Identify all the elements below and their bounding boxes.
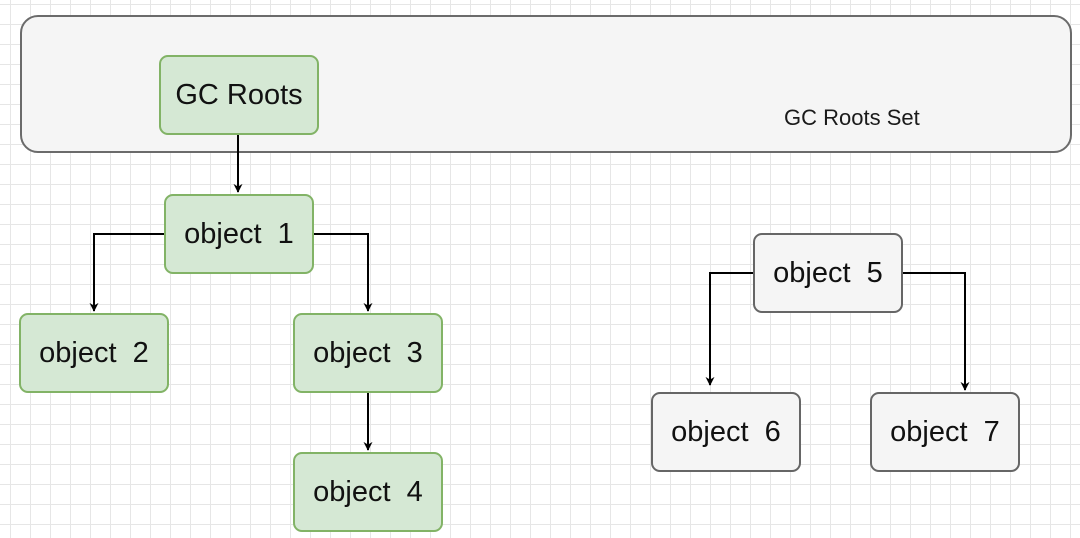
edge-object-5-to-object-6 xyxy=(705,272,753,386)
edge-object-1-to-object-3 xyxy=(314,233,373,312)
node-gc-roots: GC Roots xyxy=(159,55,319,135)
node-object-7: object 7 xyxy=(870,392,1020,472)
edge-object-1-to-object-2 xyxy=(89,233,164,312)
node-object-3: object 3 xyxy=(293,313,443,393)
gc-roots-set-label: GC Roots Set xyxy=(784,105,920,130)
node-object-2: object 2 xyxy=(19,313,169,393)
node-object-6: object 6 xyxy=(651,392,801,472)
node-object-4: object 4 xyxy=(293,452,443,532)
node-object-1: object 1 xyxy=(164,194,314,274)
node-object-5: object 5 xyxy=(753,233,903,313)
edge-object-5-to-object-7 xyxy=(903,272,970,391)
